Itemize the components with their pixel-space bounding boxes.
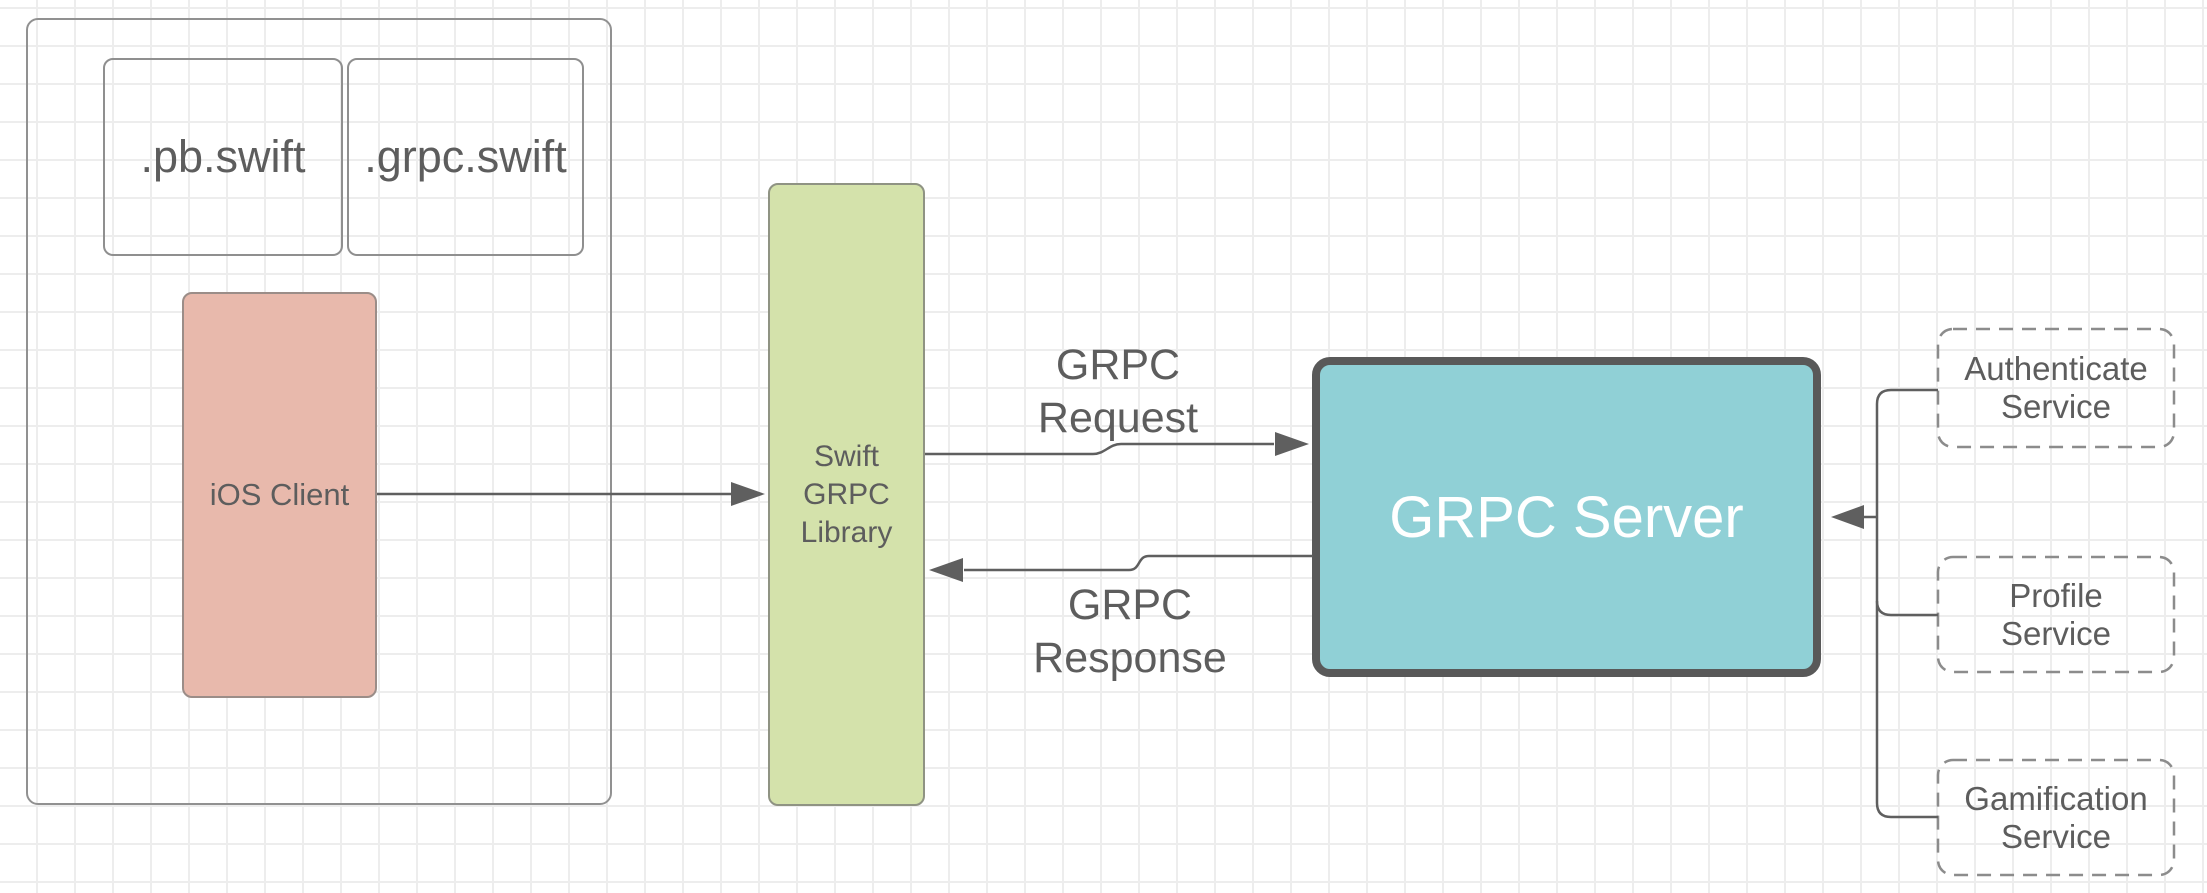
pb-swift-label: .pb.swift — [140, 131, 306, 182]
ios-client-box: iOS Client — [182, 292, 377, 698]
grpc-server-box: GRPC Server — [1312, 357, 1821, 677]
swift-grpc-library-label: Swift GRPC Library — [800, 439, 893, 549]
gamification-service-label: Gamification Service — [1964, 779, 2148, 855]
authenticate-service-box: Authenticate Service — [1938, 329, 2174, 447]
grpc-swift-label: .grpc.swift — [364, 131, 567, 182]
pb-swift-box: .pb.swift — [103, 58, 343, 256]
profile-service-label: Profile Service — [2000, 576, 2112, 652]
services-trunk-connector — [1875, 388, 1938, 819]
gamification-service-box: Gamification Service — [1938, 760, 2174, 875]
grpc-response-arrow — [964, 554, 1313, 572]
grpc-request-arrowhead — [1275, 432, 1309, 456]
grpc-request-label: GRPC Request — [1037, 341, 1199, 442]
profile-service-box: Profile Service — [1938, 557, 2174, 672]
ios-client-label: iOS Client — [209, 477, 350, 512]
client-group-box — [26, 18, 612, 805]
client-to-library-arrowhead — [731, 482, 765, 506]
swift-grpc-library-box: Swift GRPC Library — [768, 183, 925, 806]
profile-branch-connector — [1875, 600, 1938, 617]
grpc-response-arrowhead — [929, 558, 963, 582]
grpc-response-label: GRPC Response — [1033, 581, 1227, 682]
authenticate-service-label: Authenticate Service — [1964, 350, 2148, 425]
grpc-swift-box: .grpc.swift — [347, 58, 584, 256]
grpc-server-label: GRPC Server — [1389, 484, 1744, 550]
grpc-request-arrow — [925, 442, 1274, 456]
services-to-server-arrowhead — [1831, 505, 1864, 529]
